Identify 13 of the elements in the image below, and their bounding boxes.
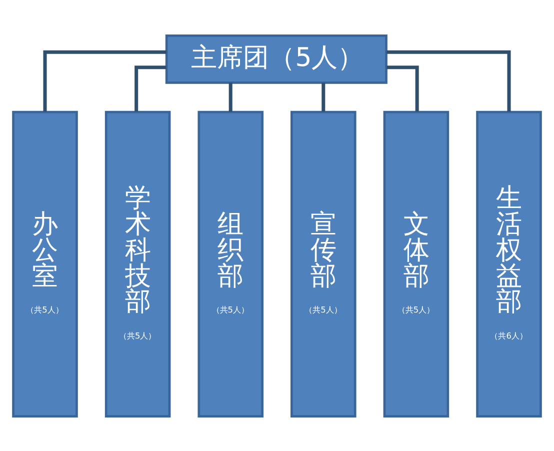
connector bbox=[228, 82, 232, 112]
connector bbox=[322, 82, 326, 112]
node-box: 文体部 （共5人） bbox=[383, 110, 450, 417]
node-box: 宣传部 （共5人） bbox=[290, 110, 356, 417]
connector bbox=[134, 65, 166, 112]
connector bbox=[386, 65, 419, 112]
node-box: 生活权益部 （共6人） bbox=[476, 110, 542, 417]
node-box: 学术科技部 （共5人） bbox=[104, 110, 171, 417]
node-box: 主席团（5人） bbox=[165, 34, 388, 84]
connector bbox=[386, 50, 511, 112]
connector bbox=[43, 50, 166, 112]
node-box: 办公室 （共5人） bbox=[12, 110, 78, 417]
node-box: 组织部 （共5人） bbox=[198, 110, 264, 417]
